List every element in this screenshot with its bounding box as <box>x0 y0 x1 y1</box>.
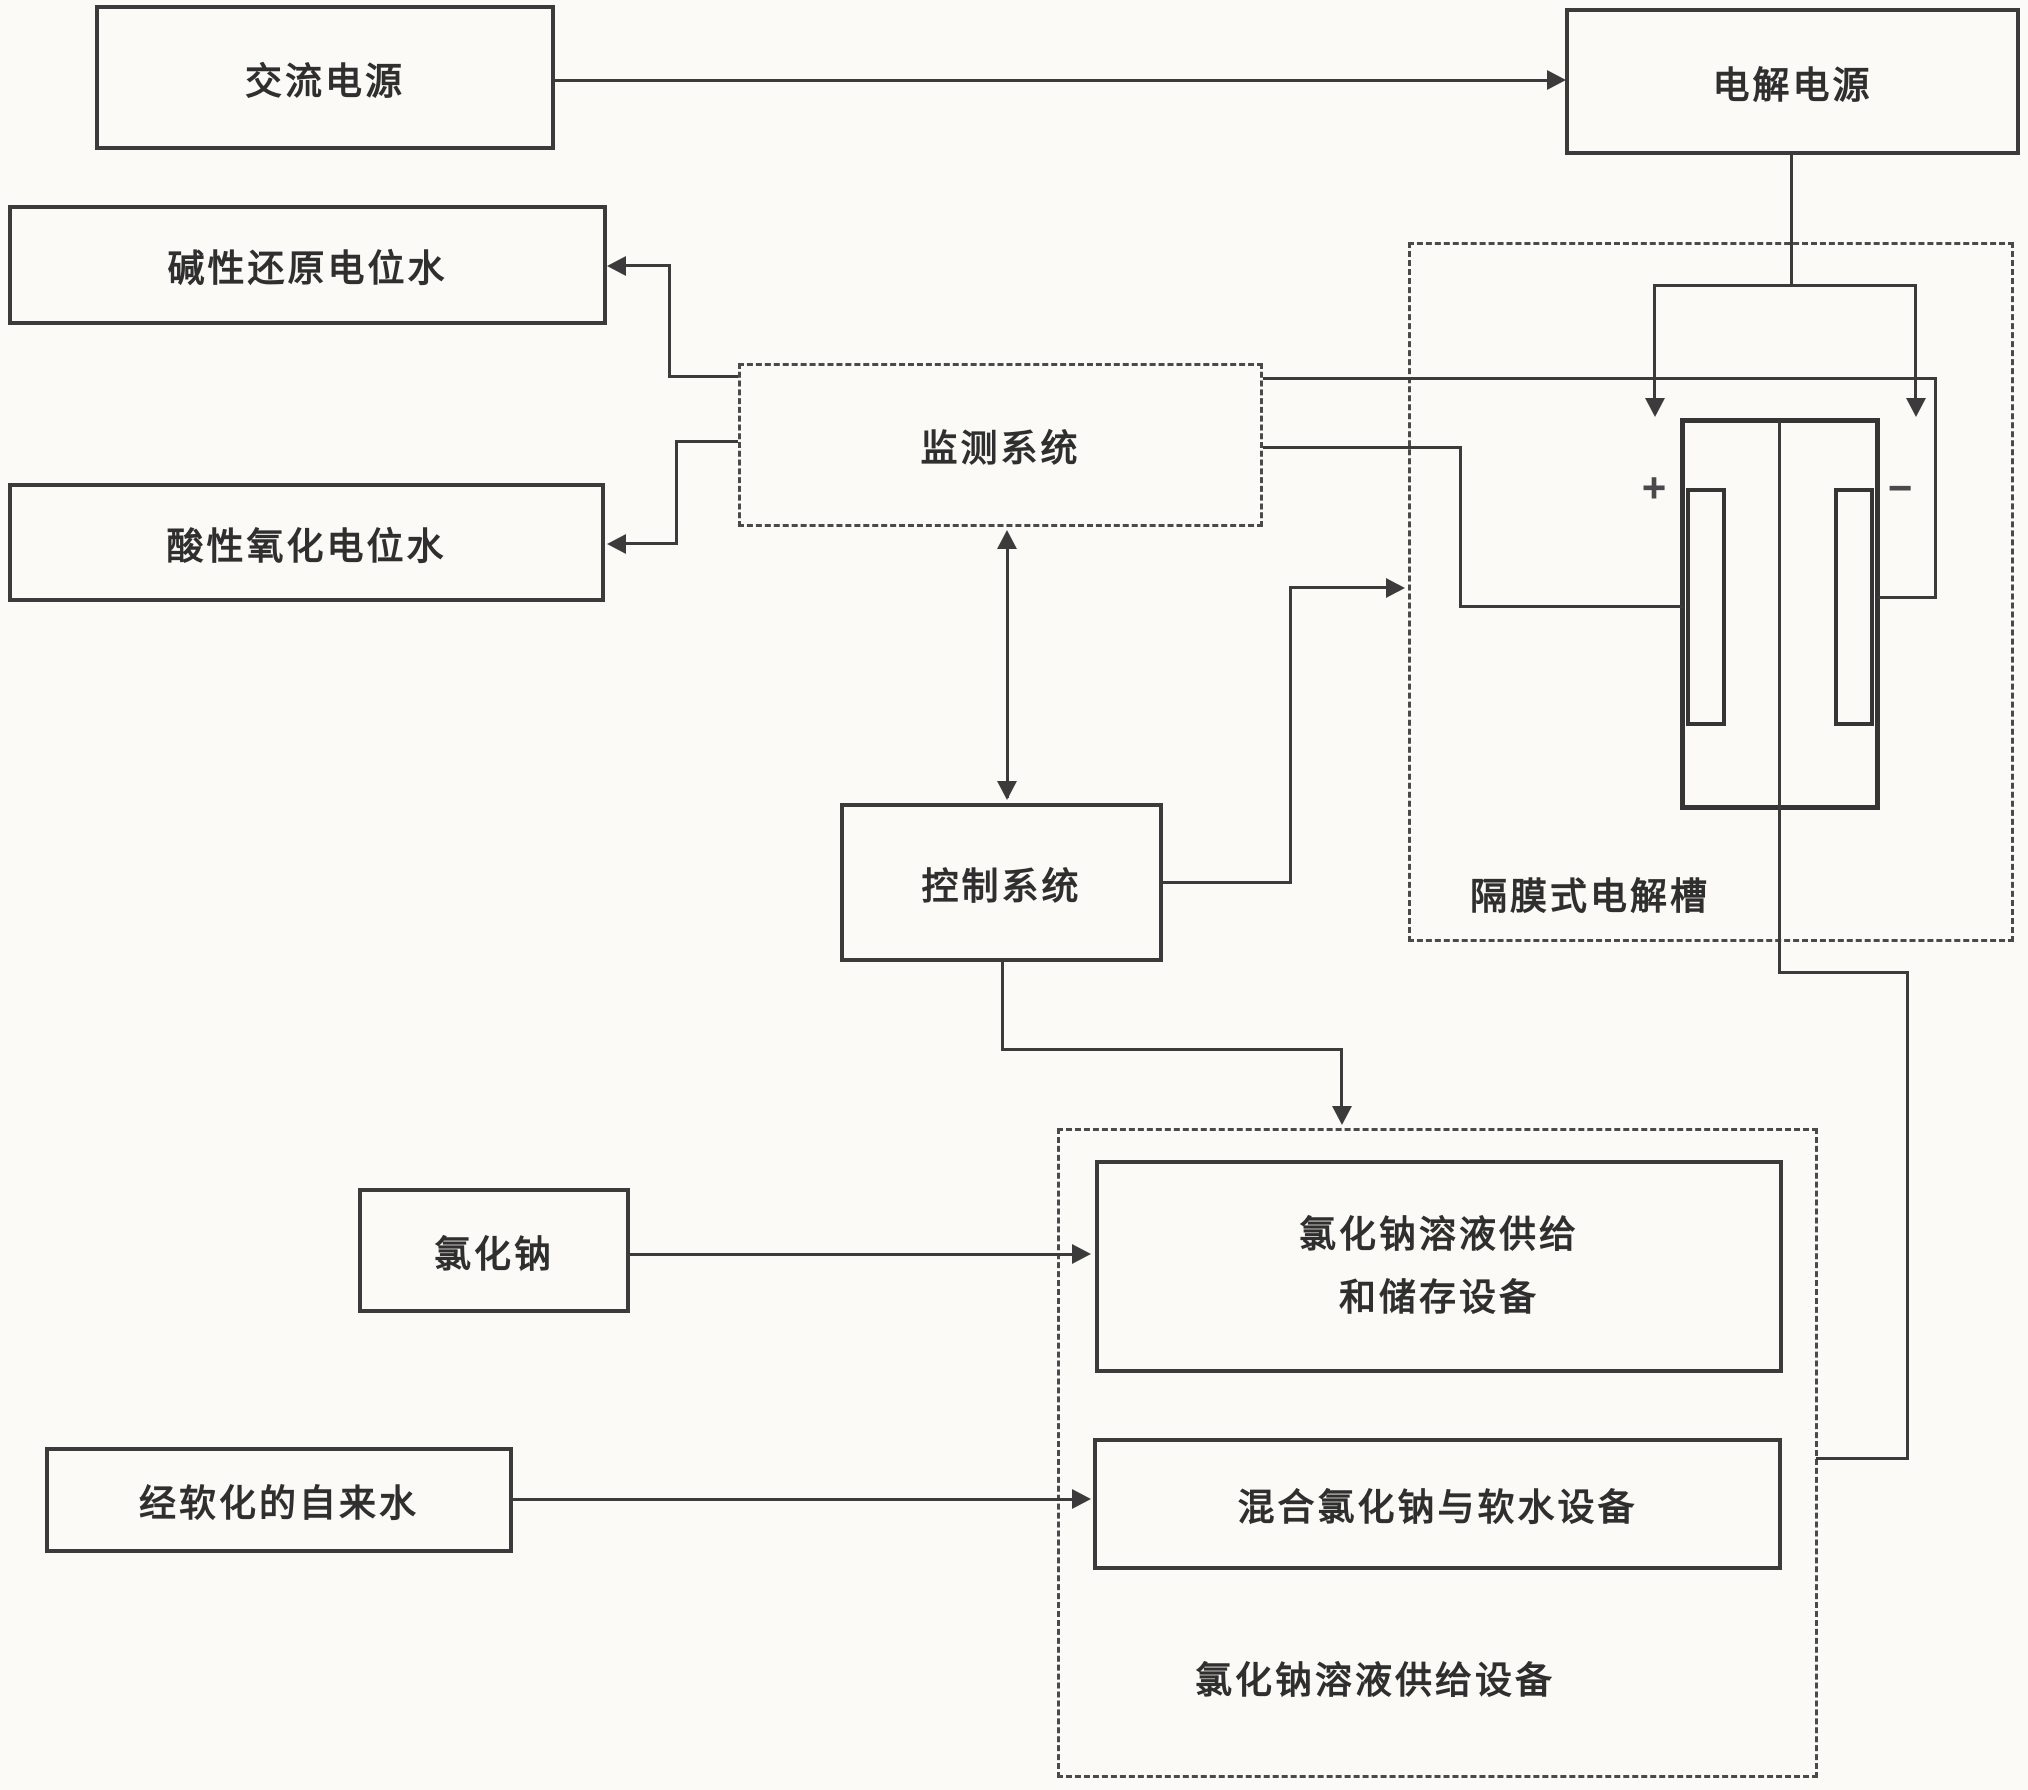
connector-power-branch-left <box>1653 284 1656 402</box>
connector-ac-to-electrolysis-arrow <box>1547 70 1566 90</box>
connector-power-branch-left-arrow <box>1645 398 1665 417</box>
node-nacl-supply-storage-line2: 和储存设备 <box>1339 1276 1539 1318</box>
connector-power-branch-right-arrow <box>1906 398 1926 417</box>
node-nacl-supply-storage-line1: 氯化钠溶液供给 <box>1299 1213 1579 1255</box>
connector-monitoring-alkaline-stub <box>668 375 738 378</box>
cell-anode-plate <box>1686 488 1726 726</box>
node-monitoring-system: 监测系统 <box>738 363 1263 527</box>
node-monitoring-system-label: 监测系统 <box>920 428 1081 469</box>
connector-cell-drain-v <box>1906 971 1909 1460</box>
node-sodium-chloride-label: 氯化钠 <box>434 1233 554 1275</box>
group-diaphragm-cell-label: 隔膜式电解槽 <box>1470 876 1710 917</box>
node-electrolysis-power: 电解电源 <box>1565 8 2020 155</box>
connector-water-mixing-arrow <box>1072 1489 1091 1509</box>
node-softened-tap-water: 经软化的自来水 <box>45 1447 513 1553</box>
connector-monitoring-cell-left-h <box>1263 446 1462 449</box>
connector-nacl-storage <box>630 1253 1075 1256</box>
cell-cathode-plate <box>1834 488 1874 726</box>
anode-plus-sign: + <box>1641 464 1667 511</box>
connector-monitoring-cell-right-v <box>1934 377 1937 599</box>
connector-nacl-storage-arrow <box>1072 1244 1091 1264</box>
group-nacl-supply-equipment-label: 氯化钠溶液供给设备 <box>1195 1660 1555 1701</box>
node-mixing-equipment-label: 混合氯化钠与软水设备 <box>1237 1487 1638 1528</box>
connector-power-drop <box>1790 155 1793 286</box>
connector-monitoring-alkaline-v <box>668 265 671 378</box>
connector-monitoring-cell-right-end <box>1878 596 1937 599</box>
node-softened-tap-water-label: 经软化的自来水 <box>139 1483 419 1524</box>
connector-power-tee <box>1655 284 1917 287</box>
connector-control-cell-h1 <box>1163 881 1292 884</box>
connector-ac-to-electrolysis <box>555 79 1550 82</box>
node-nacl-supply-storage: 氯化钠溶液供给 和储存设备 <box>1095 1160 1783 1373</box>
connector-monitoring-control-arrow-down <box>997 781 1017 800</box>
connector-monitoring-alkaline-arrow <box>607 256 626 276</box>
connector-monitoring-control-arrow-up <box>997 530 1017 549</box>
connector-monitoring-alkaline-h <box>624 264 671 267</box>
node-sodium-chloride: 氯化钠 <box>358 1188 630 1313</box>
connector-monitoring-acidic-stub <box>675 440 738 443</box>
cathode-minus-sign: − <box>1887 464 1913 511</box>
connector-monitoring-acidic-v <box>675 440 678 545</box>
cell-membrane-line <box>1778 420 1781 973</box>
connector-control-cell-arrow <box>1386 578 1405 598</box>
connector-monitoring-acidic-arrow <box>607 534 626 554</box>
node-control-system: 控制系统 <box>840 803 1163 962</box>
connector-cell-drain-h2 <box>1816 1457 1908 1460</box>
group-diaphragm-cell <box>1408 242 2014 942</box>
node-alkaline-water: 碱性还原电位水 <box>8 205 607 325</box>
node-ac-power-label: 交流电源 <box>245 60 405 102</box>
connector-control-supply-h <box>1001 1048 1343 1051</box>
connector-power-branch-right <box>1914 284 1917 402</box>
connector-water-mixing <box>513 1498 1075 1501</box>
connector-monitoring-cell-left-v <box>1459 446 1462 608</box>
node-control-system-label: 控制系统 <box>921 865 1082 907</box>
connector-monitoring-acidic-h <box>624 542 678 545</box>
node-alkaline-water-label: 碱性还原电位水 <box>167 248 448 289</box>
connector-control-supply-v2 <box>1340 1048 1343 1108</box>
connector-control-supply-arrow <box>1332 1106 1352 1125</box>
node-electrolysis-power-label: 电解电源 <box>1712 64 1873 106</box>
connector-monitoring-control <box>1006 534 1009 798</box>
node-acidic-water: 酸性氧化电位水 <box>8 483 605 602</box>
connector-control-supply-v1 <box>1001 962 1004 1051</box>
connector-control-cell-h2 <box>1289 586 1388 589</box>
node-ac-power: 交流电源 <box>95 5 555 150</box>
connector-cell-drain-h1 <box>1778 971 1909 974</box>
connector-monitoring-cell-right-h <box>1263 377 1937 380</box>
connector-monitoring-cell-left-end <box>1459 605 1683 608</box>
node-acidic-water-label: 酸性氧化电位水 <box>166 525 447 567</box>
group-nacl-supply-equipment <box>1057 1128 1818 1778</box>
node-mixing-equipment: 混合氯化钠与软水设备 <box>1093 1438 1782 1570</box>
connector-control-cell-v <box>1289 588 1292 884</box>
